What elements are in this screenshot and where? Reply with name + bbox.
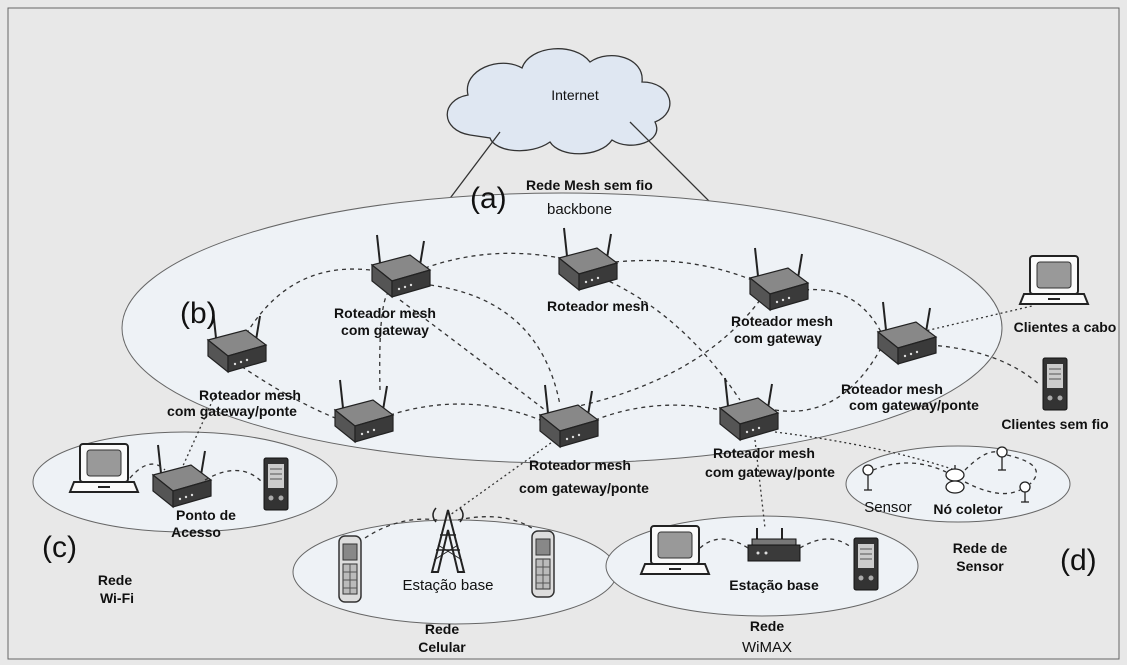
cell-phone-right-icon [531, 530, 555, 598]
cell-phone-left-icon [338, 535, 362, 603]
router-bridge-left-line1: Roteador mesh [199, 387, 301, 403]
sensor-network-line2: Sensor [956, 558, 1004, 574]
marker-d: (d) [1060, 544, 1097, 577]
router-gateway-1-line2: com gateway [341, 322, 429, 338]
cell-link [449, 439, 556, 516]
marker-b: (b) [180, 297, 217, 330]
router-bridge-right-line2: com gateway/ponte [849, 397, 979, 413]
frame [7, 7, 1120, 660]
sensor-node-icon [1019, 481, 1031, 503]
link [799, 538, 853, 549]
wimax-network-line1: Rede [750, 618, 784, 634]
cellular-network-line1: Rede [425, 621, 459, 637]
link [774, 349, 881, 412]
wifi-laptop-icon [69, 443, 139, 493]
wimax-pda-icon [853, 537, 879, 591]
sensor-network-line1: Rede de [953, 540, 1008, 556]
link [804, 288, 886, 341]
wifi-pda-icon [263, 457, 289, 511]
router-gateway-2-line2: com gateway [734, 330, 822, 346]
internet-label: Internet [551, 87, 599, 103]
link [614, 259, 753, 281]
wimax-network-line2: WiMAX [742, 639, 792, 656]
link [234, 268, 371, 356]
access-point-line2: Acesso [171, 524, 221, 540]
wireless-client-link [929, 344, 1041, 386]
access-point-line1: Ponto de [176, 507, 236, 523]
wireless-clients-label: Clientes sem fio [1001, 416, 1108, 432]
router-bridge-bottom-right-line1: Roteador mesh [713, 445, 815, 461]
link [699, 538, 749, 549]
link [964, 451, 998, 471]
wimax-base-station-icon [747, 528, 801, 562]
link [389, 403, 546, 423]
router-center-label: Roteador mesh [547, 298, 649, 314]
wifi-network-line2: Wi-Fi [100, 590, 134, 606]
router-bridge-left-line2: com gateway/ponte [167, 403, 297, 419]
link [424, 252, 561, 269]
collector-node-label: Nó coletor [933, 501, 1003, 517]
wired-clients-label: Clientes a cabo [1014, 319, 1117, 335]
router-gateway-1-line1: Roteador mesh [334, 305, 436, 321]
link [399, 299, 546, 411]
link [204, 469, 263, 483]
router-bridge-right-line1: Roteador mesh [841, 381, 943, 397]
router-bridge-bottom-right-line2: com gateway/ponte [705, 464, 835, 480]
router-bridge-bottom-center-line1: Roteador mesh [529, 457, 631, 473]
link [457, 516, 536, 531]
wimax-laptop-icon [640, 525, 710, 575]
marker-a: (a) [470, 182, 507, 215]
cell-tower-icon [430, 507, 466, 573]
wireless-client-pda-icon [1042, 357, 1068, 411]
internet-cloud [446, 48, 671, 155]
router-gateway-2-line1: Roteador mesh [731, 313, 833, 329]
link [594, 404, 731, 421]
mesh-subtitle: backbone [547, 201, 612, 218]
wifi-network-line1: Rede [98, 572, 132, 588]
mesh-title: Rede Mesh sem fio [526, 177, 653, 193]
link [429, 284, 561, 406]
ap-link [181, 394, 216, 469]
wimax-base-label: Estação base [729, 577, 819, 593]
wired-link [907, 305, 1033, 336]
collector-node-icon [945, 465, 965, 494]
link [569, 299, 761, 409]
marker-c: (c) [42, 531, 77, 564]
cellular-network-line2: Celular [418, 639, 466, 655]
router-bridge-bottom-center-line2: com gateway/ponte [519, 480, 649, 496]
link [964, 481, 1021, 495]
wired-client-laptop-icon [1019, 255, 1089, 305]
sensor-label: Sensor [864, 499, 912, 516]
sensor-node-icon [996, 446, 1008, 471]
cellular-base-label: Estação base [403, 577, 494, 594]
